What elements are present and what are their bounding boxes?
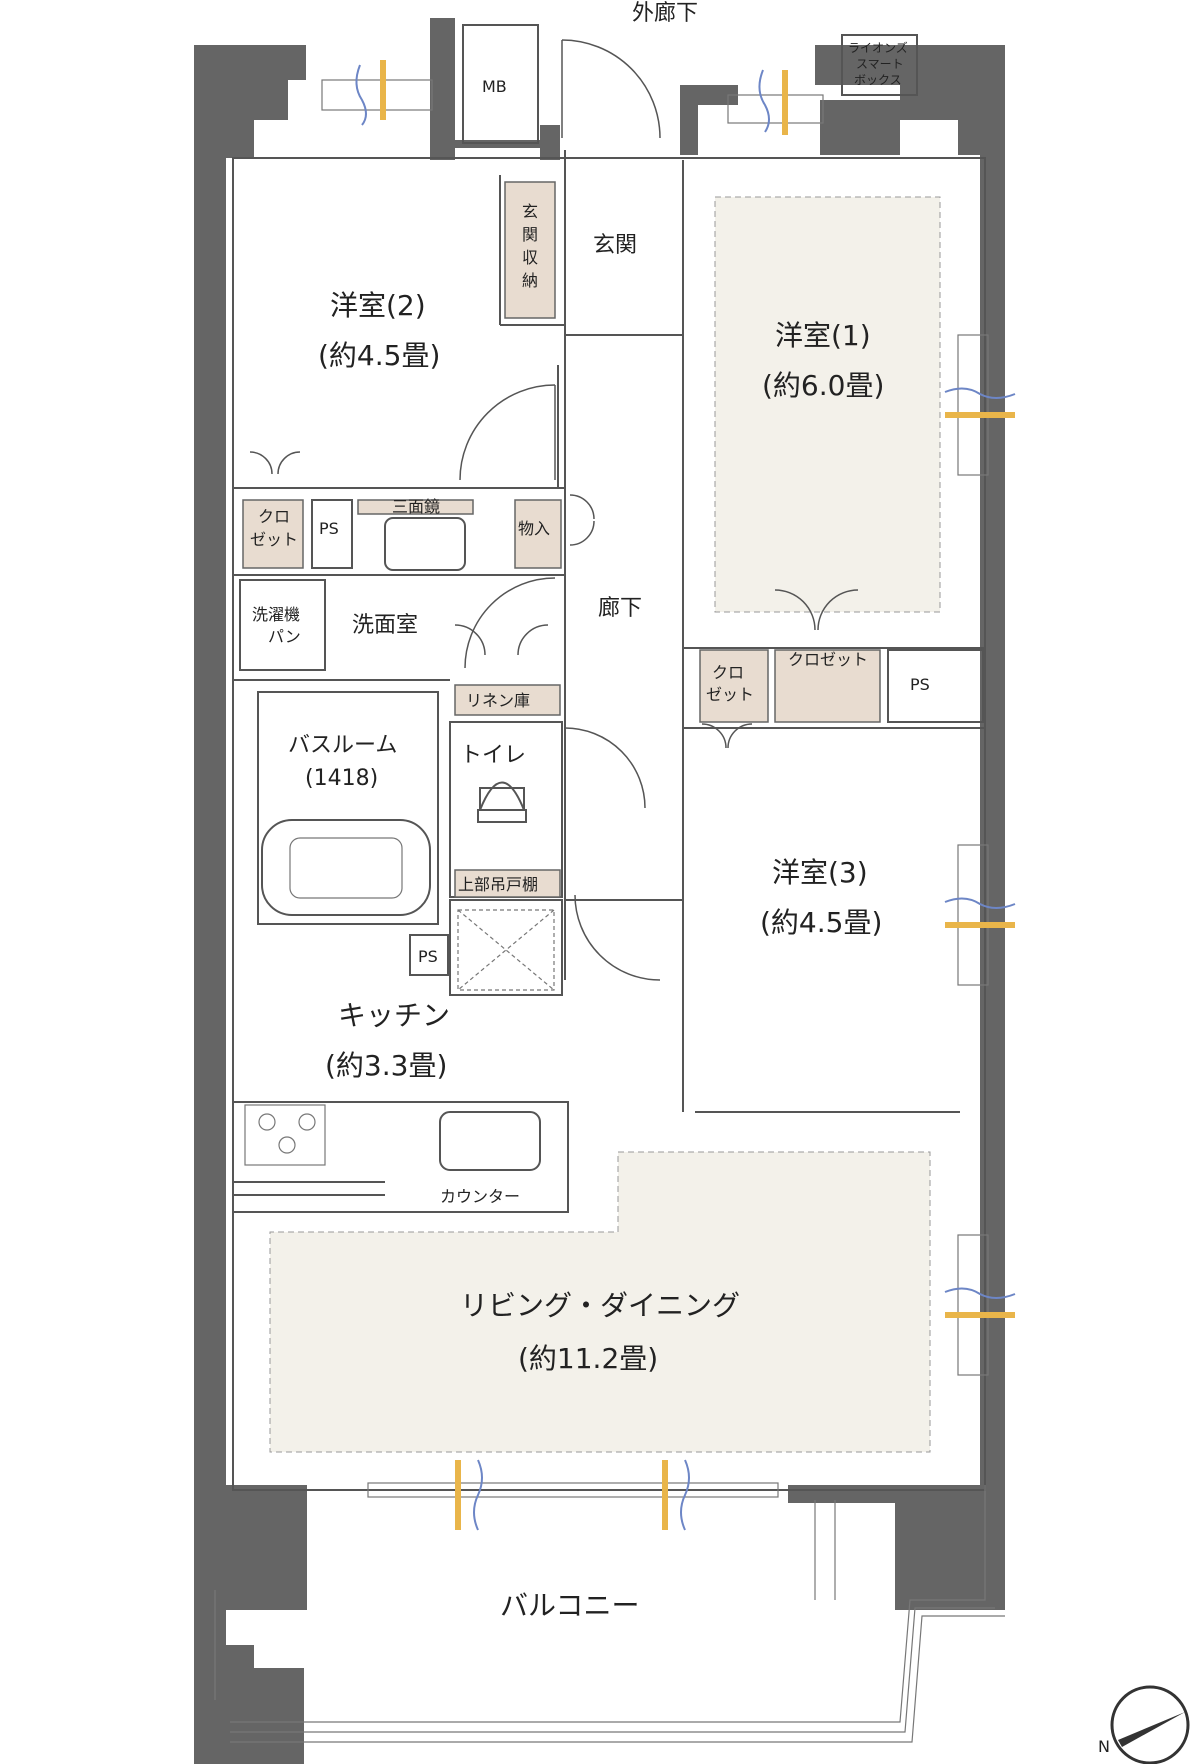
- mirror-bar: [357, 499, 474, 515]
- label-room1-name: 洋室(1): [775, 319, 871, 352]
- label-entrance-storage-4: 納: [522, 271, 538, 290]
- room1-floor: [714, 196, 941, 613]
- mb-box: [462, 24, 539, 144]
- toilet-tank: [477, 809, 527, 823]
- label-smartbox-1: ライオンズ: [848, 40, 908, 55]
- label-washer-1: 洗濯機: [252, 605, 300, 624]
- label-storage-mono: 物入: [518, 519, 550, 538]
- label-smartbox-3: ボックス: [854, 73, 902, 87]
- label-kitchen-name: キッチン: [338, 999, 450, 1032]
- ps-box-right: [887, 649, 984, 723]
- label-washroom: 洗面室: [352, 613, 418, 638]
- label-room3-size: (約4.5畳): [760, 906, 882, 939]
- label-kitchen-size: (約3.3畳): [325, 1049, 447, 1082]
- storage-mono: [514, 499, 562, 569]
- label-entrance-storage-3: 収: [522, 248, 538, 267]
- vanity-basin: [384, 517, 466, 571]
- label-hallway: 廊下: [598, 596, 642, 621]
- label-closet-r2-1: クロ: [258, 507, 290, 526]
- label-entrance: 玄関: [593, 233, 637, 258]
- label-closet-r2-2: ゼット: [250, 530, 298, 549]
- label-ps-right: PS: [910, 675, 930, 694]
- shower-cross: [457, 909, 555, 991]
- toilet-bowl: [479, 781, 525, 811]
- label-balcony: バルコニー: [500, 1589, 639, 1622]
- label-entrance-storage-2: 関: [522, 225, 538, 244]
- label-corridor-outside: 外廊下: [632, 1, 698, 26]
- label-room2-name: 洋室(2): [330, 289, 426, 322]
- label-toilet: トイレ: [460, 743, 526, 768]
- label-upper-cabinet: 上部吊戸棚: [458, 875, 538, 894]
- label-bathroom-name: バスルーム: [288, 733, 397, 758]
- label-closet-r1: クロゼット: [788, 650, 868, 669]
- ps-box-1: [311, 499, 353, 569]
- label-living-size: (約11.2畳): [518, 1342, 658, 1375]
- closet-small-right: [699, 649, 769, 723]
- upper-cabinet: [454, 869, 561, 898]
- label-room3-name: 洋室(3): [772, 856, 868, 889]
- smart-box: [841, 34, 918, 96]
- closet-room1: [774, 649, 881, 723]
- compass-icon: N: [1098, 1685, 1190, 1764]
- bathtub: [261, 819, 431, 916]
- interior-lines: [214, 150, 1005, 1743]
- ps-box-kitchen: [409, 934, 449, 976]
- label-mb: MB: [482, 77, 507, 96]
- kitchen-sink: [439, 1111, 541, 1171]
- label-entrance-storage-1: 玄: [522, 202, 538, 221]
- label-ps-kitchen: PS: [418, 947, 438, 966]
- label-living-name: リビング・ダイニング: [460, 1289, 740, 1322]
- label-counter: カウンター: [440, 1187, 520, 1206]
- label-closet-small-2: ゼット: [706, 685, 754, 704]
- label-bathroom-size: (1418): [305, 766, 378, 791]
- linen-storage: [454, 684, 561, 716]
- closet-room2: [242, 499, 304, 569]
- label-closet-small-1: クロ: [712, 663, 744, 682]
- label-mirror: 三面鏡: [392, 497, 440, 516]
- compass-label: N: [1098, 1737, 1110, 1756]
- label-washer-2: パン: [268, 627, 301, 646]
- stove: [244, 1104, 326, 1166]
- label-smartbox-2: スマート: [856, 57, 904, 71]
- entrance-storage: [504, 181, 556, 319]
- label-room1-size: (約6.0畳): [762, 369, 884, 402]
- label-room2-size: (約4.5畳): [318, 339, 440, 372]
- doors: [249, 39, 859, 981]
- label-linen: リネン庫: [466, 691, 530, 710]
- washer-pan-box: [239, 579, 326, 671]
- label-ps-1: PS: [319, 519, 339, 538]
- living-floor: [269, 1151, 931, 1453]
- windows: [321, 60, 1016, 1531]
- bathtub-inner: [289, 837, 403, 899]
